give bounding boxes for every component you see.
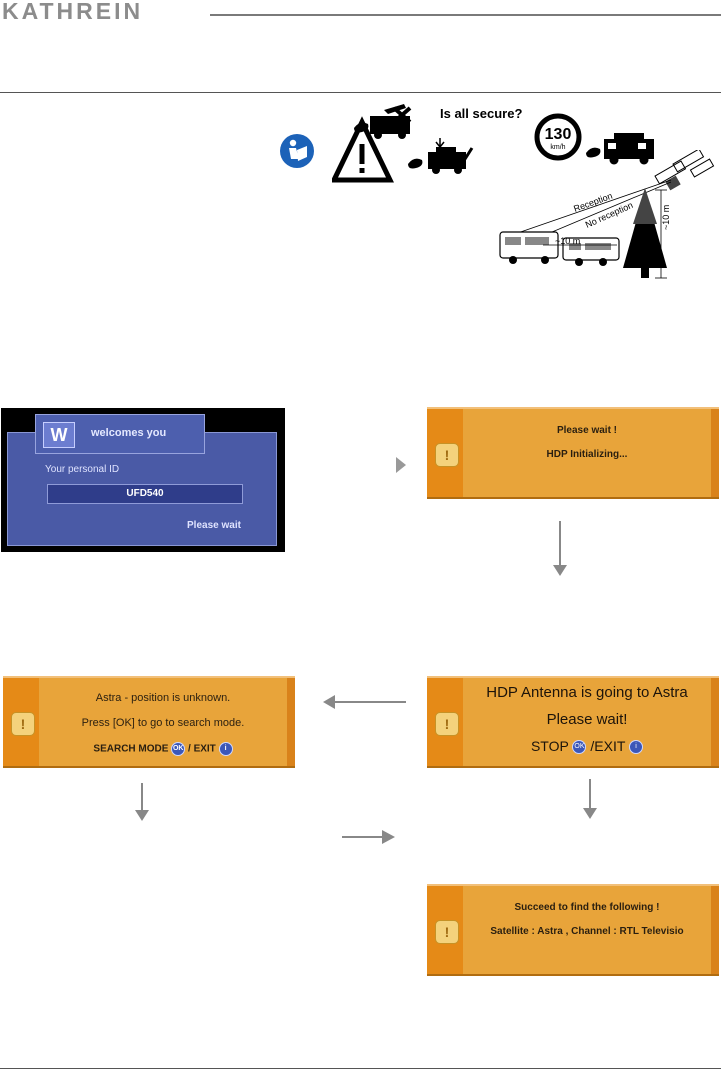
going-screen: ! HDP Antenna is going to Astra Please w… [427, 676, 719, 768]
succeed-line1: Succeed to find the following ! [514, 902, 660, 913]
exit-label: EXIT [193, 743, 216, 755]
speed-sign-icon [534, 113, 582, 161]
going-line1: HDP Antenna is going to Astra [486, 684, 688, 701]
ok-button-icon: OK [572, 740, 587, 755]
unknown-screen: ! Astra - position is unknown. Press [OK… [3, 676, 295, 768]
exclamation-icon: ! [435, 712, 459, 736]
footer-divider [0, 1068, 721, 1069]
reception-illustration: Reception No reception ~10 m ~10 m [499, 150, 715, 279]
screen-right-band [287, 678, 295, 766]
speed-unit: km/h [550, 144, 565, 151]
secure-question: Is all secure? [440, 106, 523, 121]
screen-right-band [711, 678, 719, 766]
exclamation-icon: ! [435, 443, 459, 467]
flow-arrow-down [135, 783, 149, 821]
exit-button-icon: i [218, 742, 233, 756]
warning-illustration [332, 104, 474, 183]
welcome-title: welcomes you [91, 427, 167, 439]
motorhome-icon [499, 231, 559, 264]
init-line1: Please wait ! [556, 425, 618, 436]
personal-id-label: Your personal ID [45, 464, 120, 475]
caravan-icon [562, 237, 620, 266]
header-divider [0, 92, 721, 93]
tree-icon [623, 188, 667, 278]
read-manual-icon [280, 134, 314, 168]
search-mode-label: SEARCH MODE [93, 743, 169, 755]
screen-right-band [711, 886, 719, 974]
please-wait-label: Please wait [187, 520, 241, 531]
satellite-icon [654, 150, 715, 191]
init-line2: HDP Initializing... [546, 449, 628, 460]
ok-button-icon: OK [171, 742, 186, 756]
exclamation-icon: ! [435, 920, 459, 944]
secured-van-icon [408, 138, 474, 174]
exit-button-icon: i [629, 740, 644, 755]
going-line2: Please wait! [546, 711, 628, 728]
exclamation-icon: ! [11, 712, 35, 736]
camper-van-icon [586, 133, 654, 165]
header-line [210, 14, 721, 16]
succeed-line2: Satellite : Astra , Channel : RTL Televi… [490, 926, 684, 937]
flow-arrow-down [553, 521, 567, 576]
welcome-screen: W welcomes you Your personal ID UFD540 P… [1, 408, 285, 552]
stop-label: STOP [530, 738, 569, 754]
unknown-controls: SEARCH MODE OK / EXIT i [39, 742, 287, 756]
unknown-line2: Press [OK] to go to search mode. [81, 717, 245, 729]
succeed-screen: ! Succeed to find the following ! Satell… [427, 884, 719, 976]
kathrein-logo: KATHREIN [2, 0, 143, 22]
height-label: ~10 m [661, 205, 671, 230]
flow-arrow-right [396, 457, 406, 473]
screen-right-band [711, 409, 719, 497]
w-badge-icon: W [43, 422, 75, 448]
speed-limit-illustration: 130 km/h [534, 113, 654, 165]
separator: / [188, 743, 191, 755]
speed-value: 130 [545, 126, 572, 143]
going-controls: STOP OK /EXIT i [463, 738, 711, 755]
flow-arrow-right [342, 830, 395, 844]
init-screen: ! Please wait ! HDP Initializing... [427, 407, 719, 499]
unknown-line1: Astra - position is unknown. [95, 692, 231, 704]
warning-triangle-icon [332, 116, 394, 183]
exit-label: /EXIT [590, 738, 626, 754]
distance-label: ~10 m [555, 236, 580, 246]
flow-arrow-left [323, 695, 406, 709]
personal-id-field: UFD540 [47, 484, 243, 504]
unsecured-van-icon [354, 104, 412, 139]
logo-text: KATHREIN [2, 0, 143, 22]
flow-arrow-down [583, 779, 597, 819]
